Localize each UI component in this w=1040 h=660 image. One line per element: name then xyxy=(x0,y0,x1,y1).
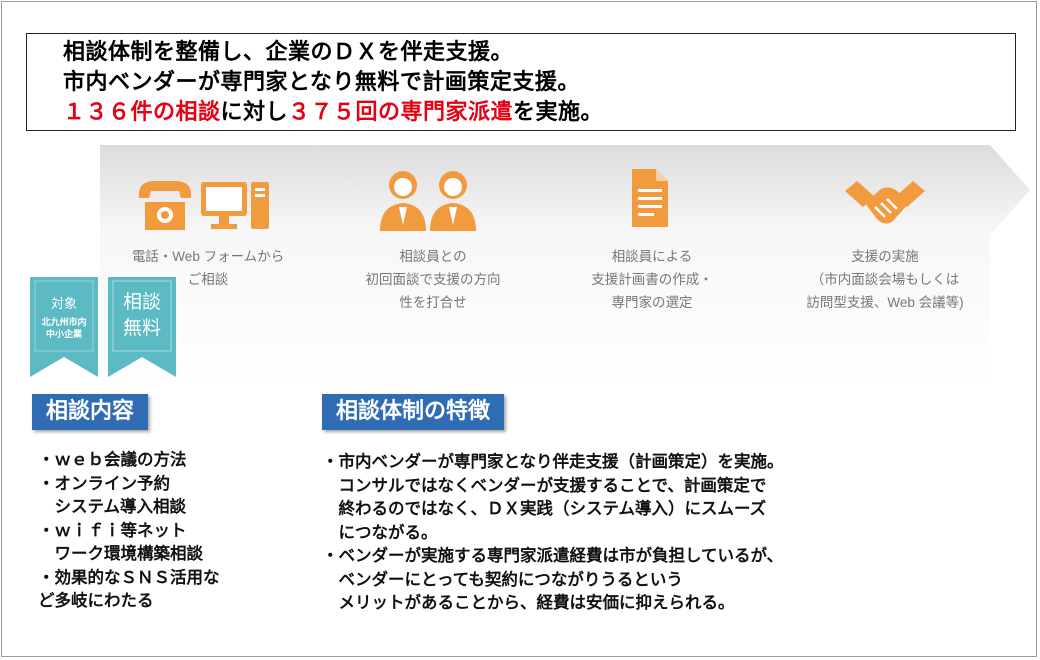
step-1-line-2: ご相談 xyxy=(187,272,229,287)
consultation-count: １３６件の相談 xyxy=(63,100,221,125)
dispatch-count: ３７５回の専門家派遣 xyxy=(288,100,514,125)
features-tag: 相談体制の特徴 xyxy=(322,394,505,430)
step-panel-4 xyxy=(765,145,1030,390)
headline-box: 相談体制を整備し、企業のＤＸを伴走支援。 市内ベンダーが専門家となり無料で計画策… xyxy=(26,33,1016,131)
step-label-4: 支援の実施 （市内面談会場もしくは 訪問型支援、Web 会議等) xyxy=(780,245,990,314)
list-item: ・ｗｅｂ会議の方法 xyxy=(38,450,187,469)
step-4-line-3: 訪問型支援、Web 会議等) xyxy=(806,295,964,310)
list-item: につながる。 xyxy=(322,522,438,542)
step-label-1: 電話・Web フォームから ご相談 xyxy=(108,245,308,291)
step-4-line-2: （市内面談会場もしくは xyxy=(810,272,960,287)
list-item: ・ｗｉｆｉ等ネット xyxy=(38,520,187,540)
list-item: システム導入相談 xyxy=(38,497,187,516)
headline-connector: に対し xyxy=(220,100,289,125)
free-line-1: 相談 xyxy=(122,291,161,313)
list-item: 終わるのではなく、ＤＸ実践（システム導入）にスムーズ xyxy=(322,499,767,518)
content-tag: 相談内容 xyxy=(32,394,149,430)
step-1-line-1: 電話・Web フォームから xyxy=(131,249,285,264)
step-2-line-1: 相談員との xyxy=(399,249,467,264)
step-panel-3 xyxy=(540,145,805,390)
step-3-line-2: 支援計画書の作成・ xyxy=(591,272,713,287)
headline-line-3: １３６件の相談に対し３７５回の専門家派遣を実施。 xyxy=(63,98,1015,128)
free-line-2: 無料 xyxy=(122,317,161,339)
step-3-line-1: 相談員による xyxy=(611,249,693,264)
target-sub-1: 北九州市内 xyxy=(41,318,87,328)
consultants-icon xyxy=(380,171,476,231)
features-list: ・市内ベンダーが専門家となり伴走支援（計画策定）を実施。 コンサルではなくベンダ… xyxy=(322,450,784,615)
phone-computer-icon xyxy=(139,181,269,230)
handshake-icon xyxy=(845,181,925,224)
step-label-3: 相談員による 支援計画書の作成・ 専門家の選定 xyxy=(552,245,752,314)
list-item: ど多岐にわたる xyxy=(38,591,154,610)
target-sub-2: 中小企業 xyxy=(45,330,82,340)
headline-ending: を実施。 xyxy=(513,100,604,125)
content-list: ・ｗｅｂ会議の方法 ・オンライン予約 システム導入相談 ・ｗｉｆｉ等ネット ワー… xyxy=(38,448,220,613)
free-ribbon: 相談 無料 xyxy=(108,277,176,377)
target-ribbon: 対象 北九州市内 中小企業 xyxy=(30,277,98,377)
document-icon xyxy=(632,169,668,227)
list-item: メリットがあることから、経費は安価に抑えられる。 xyxy=(322,593,735,612)
headline-line-1: 相談体制を整備し、企業のＤＸを伴走支援。 xyxy=(63,40,514,65)
step-4-line-1: 支援の実施 xyxy=(851,249,919,264)
target-title: 対象 xyxy=(50,297,77,312)
step-2-line-2: 初回面談で支援の方向 xyxy=(365,272,501,287)
list-item: ワーク環境構築相談 xyxy=(38,544,204,563)
list-item: ・オンライン予約 xyxy=(38,473,170,493)
list-item: ・ベンダーが実施する専門家派遣経費は市が負担しているが、 xyxy=(322,546,784,565)
step-label-2: 相談員との 初回面談で支援の方向 性を打合せ xyxy=(333,245,533,314)
list-item: コンサルではなくベンダーが支援することで、計画策定で xyxy=(322,475,767,495)
step-3-line-3: 専門家の選定 xyxy=(611,295,693,310)
headline-line-2: 市内ベンダーが専門家となり無料で計画策定支援。 xyxy=(63,70,580,95)
step-panel-2 xyxy=(315,145,580,390)
list-item: ・効果的なＳＮＳ活用な xyxy=(38,567,220,587)
list-item: ・市内ベンダーが専門家となり伴走支援（計画策定）を実施。 xyxy=(322,452,784,471)
list-item: ベンダーにとっても契約につながりうるという xyxy=(322,569,683,589)
process-flow: 電話・Web フォームから ご相談 相談員との 初回面談で支援の方向 性を打合せ… xyxy=(100,145,1030,390)
step-2-line-3: 性を打合せ xyxy=(399,295,467,310)
